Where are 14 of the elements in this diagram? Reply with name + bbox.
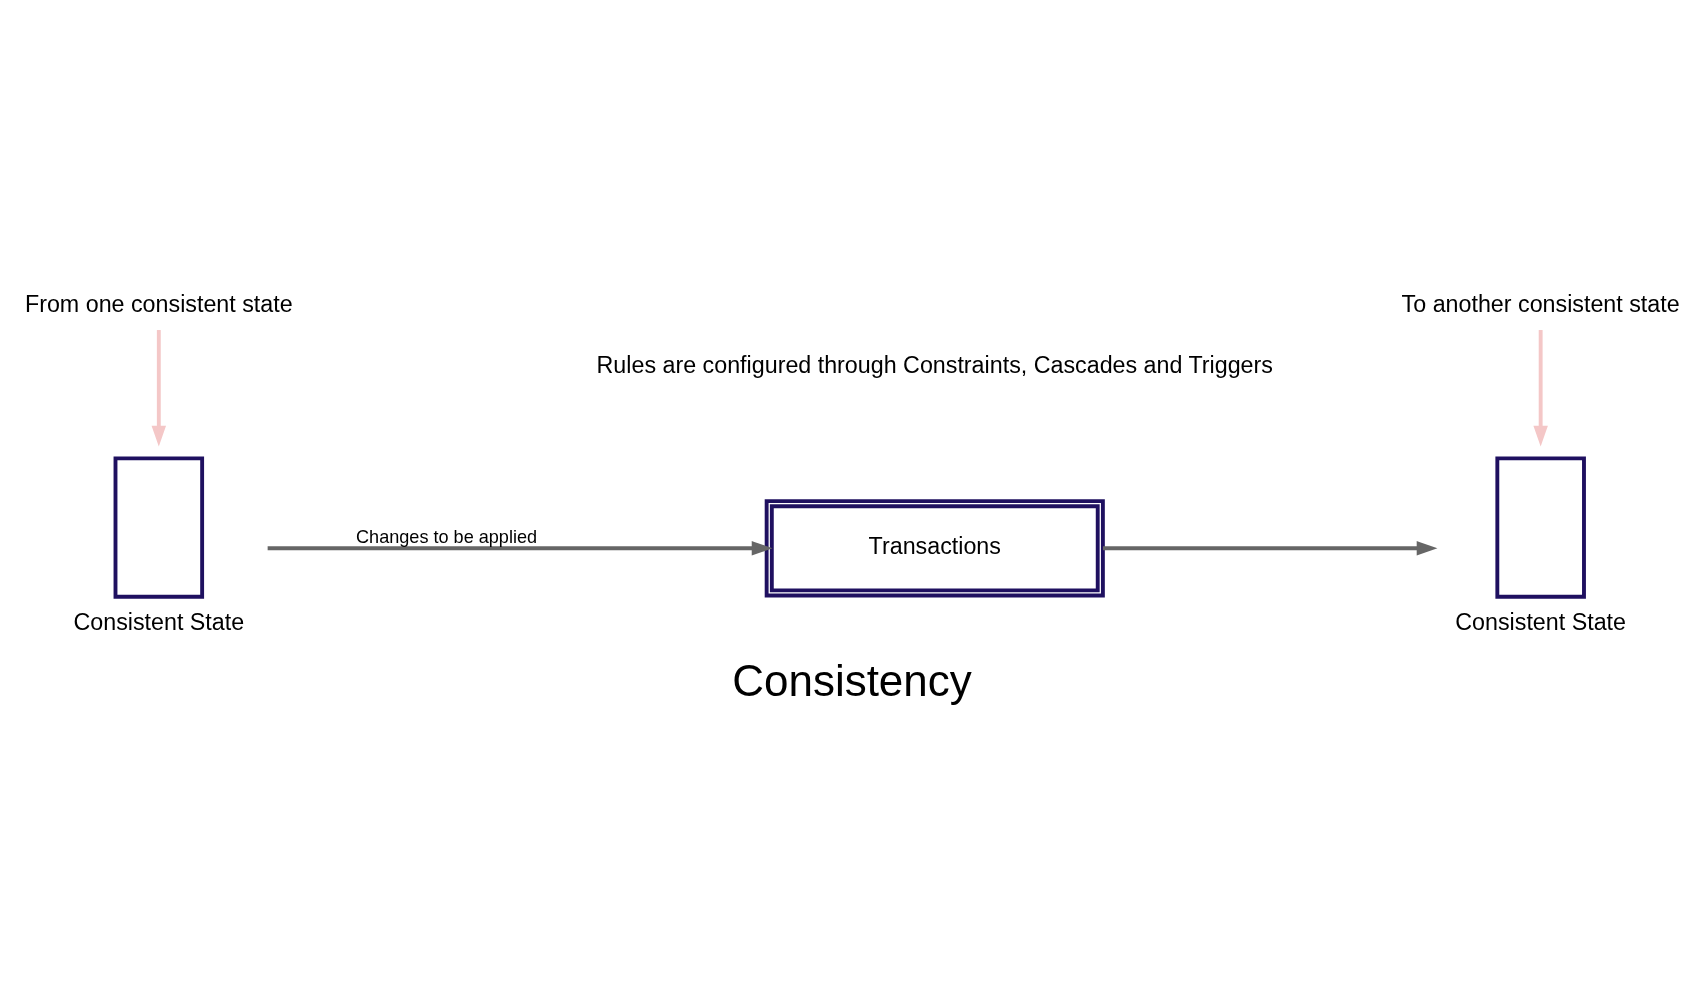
node-box: Transactions <box>764 498 1105 597</box>
node-text: From one consistent state <box>24 290 293 317</box>
arrow <box>1533 329 1548 446</box>
arrow <box>1102 540 1438 556</box>
node-box <box>1495 455 1586 599</box>
diagram-title: Consistency <box>732 655 972 705</box>
arrow <box>267 540 773 556</box>
node-label: Consistent State <box>1455 608 1627 635</box>
label: Rules are configured through Constraints, Cascades and Triggers <box>596 351 1273 378</box>
edge-label: Changes to be applied <box>356 526 538 547</box>
node-box <box>113 455 205 599</box>
node-text: To another consistent state <box>1401 290 1680 317</box>
node-label: Consistent State <box>73 608 245 635</box>
arrow <box>151 329 167 446</box>
